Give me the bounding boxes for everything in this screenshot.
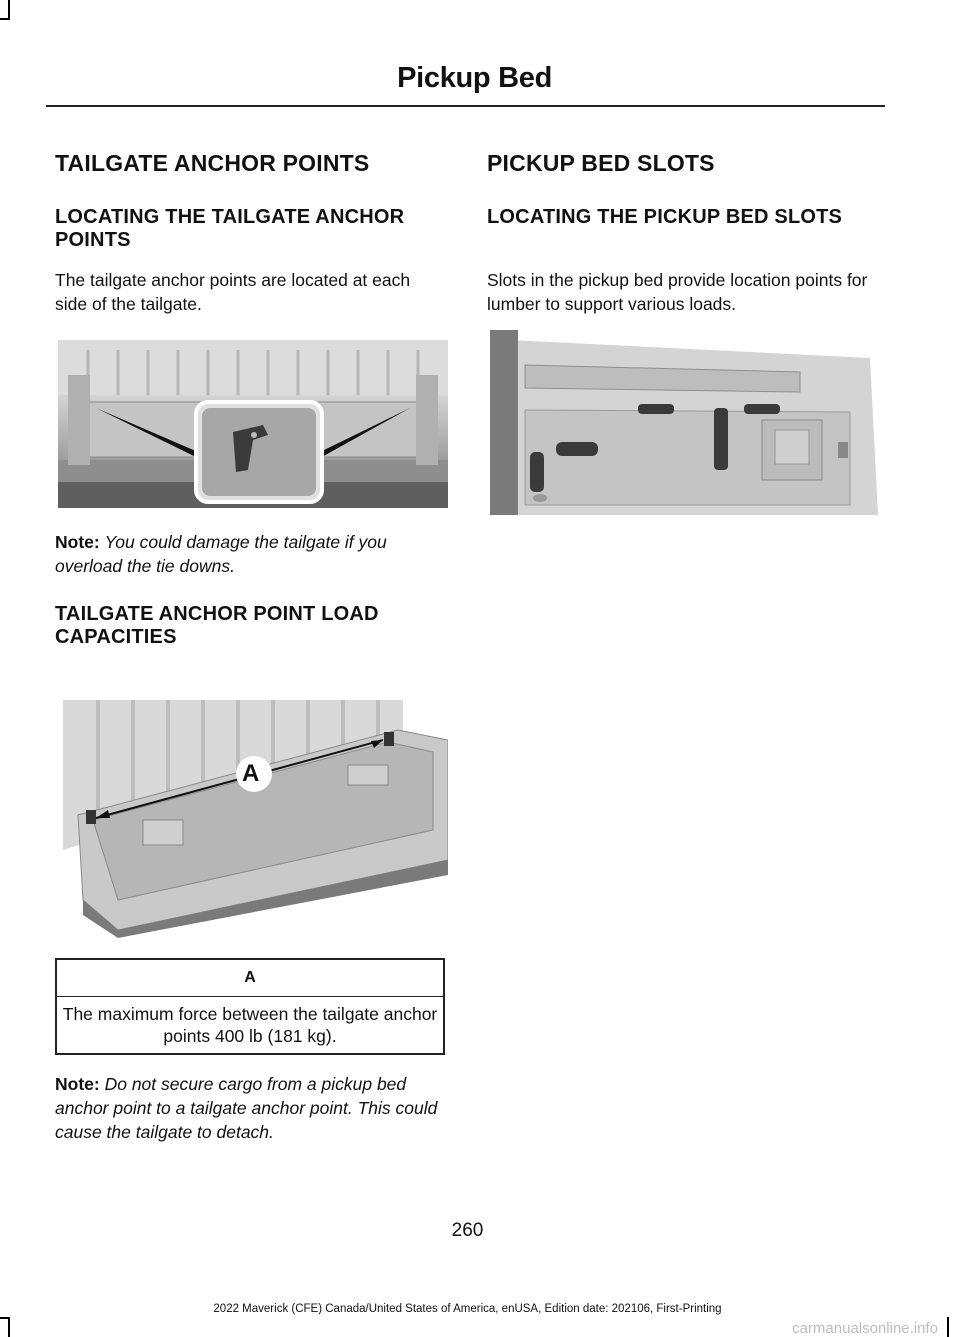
- note-text: You could damage the tailgate if you ove…: [55, 532, 387, 576]
- page-header-title: Pickup Bed: [397, 62, 552, 94]
- table-header-a: A: [55, 958, 445, 997]
- subheading-locating-tailgate-anchor-points: LOCATING THE TAILGATE ANCHOR POINTS: [55, 206, 405, 251]
- section-title-tailgate-anchor-points: TAILGATE ANCHOR POINTS: [55, 150, 370, 176]
- note-label: Note:: [55, 532, 100, 552]
- footer-edition-info: 2022 Maverick (CFE) Canada/United States…: [213, 1303, 722, 1315]
- subheading-locating-pickup-bed-slots: LOCATING THE PICKUP BED SLOTS: [487, 206, 843, 228]
- subheading-anchor-point-load-capacities: TAILGATE ANCHOR POINT LOAD CAPACITIES: [55, 603, 379, 648]
- crop-mark-bottom-left-v: [8, 1317, 10, 1337]
- table-cell-max-force: The maximum force between the tailgate a…: [55, 996, 445, 1055]
- note-cargo-anchor-warning: Note: Do not secure cargo from a pickup …: [55, 1072, 450, 1144]
- crop-mark-top-left-v: [8, 0, 10, 20]
- watermark: carmanualsonline.info: [792, 1320, 938, 1337]
- crop-mark-bottom-left-h: [0, 1317, 10, 1319]
- pickup-bed-slots-illustration: [490, 330, 880, 515]
- load-capacity-table: A The maximum force between the tailgate…: [55, 958, 445, 1055]
- note-text: Do not secure cargo from a pickup bed an…: [55, 1074, 438, 1142]
- crop-mark-top-left-h: [0, 18, 10, 20]
- note-label: Note:: [55, 1074, 100, 1094]
- figure-callout-a: A: [242, 760, 260, 787]
- body-tailgate-anchor-location: The tailgate anchor points are located a…: [55, 270, 411, 314]
- section-title-pickup-bed-slots: PICKUP BED SLOTS: [487, 150, 715, 176]
- header-divider: [46, 105, 885, 107]
- tailgate-load-capacity-illustration: A: [58, 700, 448, 938]
- page-number: 260: [451, 1220, 484, 1241]
- note-tailgate-damage: Note: You could damage the tailgate if y…: [55, 530, 450, 578]
- tailgate-anchor-points-illustration: [58, 340, 448, 508]
- body-pickup-bed-slots: Slots in the pickup bed provide location…: [487, 270, 868, 314]
- crop-mark-bottom-right-v: [947, 1317, 949, 1337]
